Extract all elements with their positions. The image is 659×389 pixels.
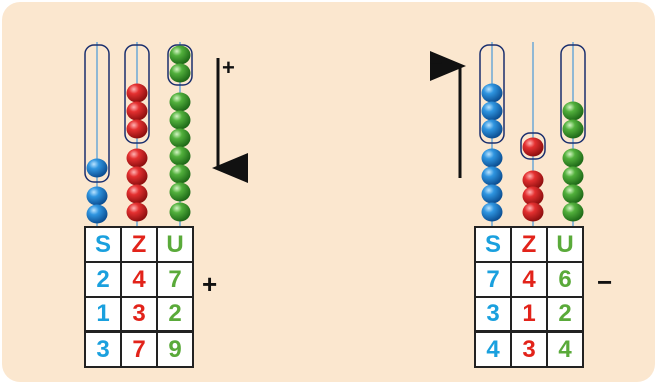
left-bead-hundreds bbox=[86, 204, 108, 224]
right-bead-hundreds bbox=[481, 166, 503, 186]
left-place-value-table: S Z U 2 4 7 1 3 2 3 7 9 bbox=[84, 226, 194, 368]
right-arrow-label: − bbox=[430, 50, 443, 75]
left-row2-hundreds: 1 bbox=[85, 297, 121, 332]
right-row2-units: 2 bbox=[547, 297, 583, 332]
left-bead-units bbox=[169, 202, 191, 222]
right-frame-units bbox=[560, 44, 586, 144]
right-result-hundreds: 4 bbox=[475, 332, 511, 367]
left-bead-units bbox=[169, 128, 191, 148]
left-bead-units bbox=[169, 146, 191, 166]
right-bead-hundreds bbox=[481, 202, 503, 222]
left-bead-units bbox=[169, 164, 191, 184]
left-operator: + bbox=[202, 269, 218, 299]
right-bead-tens bbox=[522, 202, 544, 222]
left-result-units: 9 bbox=[157, 332, 193, 367]
right-abacus: − bbox=[430, 42, 586, 226]
left-frame-hundreds bbox=[84, 44, 110, 183]
left-header-units: U bbox=[157, 227, 193, 262]
right-bead-hundreds bbox=[481, 184, 503, 204]
left-bead-tens bbox=[126, 184, 148, 204]
right-header-tens: Z bbox=[511, 227, 547, 262]
right-place-value-table: S Z U 7 4 6 3 1 2 4 3 4 bbox=[474, 226, 584, 368]
left-bead-hundreds bbox=[86, 186, 108, 206]
left-bead-units bbox=[169, 92, 191, 112]
right-bead-hundreds bbox=[481, 101, 503, 121]
left-bead-units bbox=[169, 110, 191, 130]
right-bead-units bbox=[562, 202, 584, 222]
left-row2-tens: 3 bbox=[121, 297, 157, 332]
left-row1-hundreds: 2 bbox=[85, 262, 121, 297]
right-bead-units bbox=[562, 166, 584, 186]
right-bead-hundreds bbox=[481, 119, 503, 139]
left-bead-tens bbox=[126, 148, 148, 168]
left-result-hundreds: 3 bbox=[85, 332, 121, 367]
right-result-tens: 3 bbox=[511, 332, 547, 367]
right-frame-tens bbox=[520, 132, 546, 160]
left-bead-tens bbox=[126, 101, 148, 121]
right-header-hundreds: S bbox=[475, 227, 511, 262]
right-beads bbox=[481, 83, 584, 222]
right-bead-units bbox=[562, 119, 584, 139]
left-bead-hundreds bbox=[86, 158, 108, 178]
left-bead-tens bbox=[126, 202, 148, 222]
left-frame-units bbox=[167, 44, 193, 86]
right-row1-tens: 4 bbox=[511, 262, 547, 297]
left-beads bbox=[86, 45, 191, 224]
left-arrow-label: + bbox=[222, 55, 235, 80]
left-frame-tens bbox=[124, 44, 150, 144]
right-row1-hundreds: 7 bbox=[475, 262, 511, 297]
right-bead-tens bbox=[522, 137, 544, 157]
right-bead-hundreds bbox=[481, 148, 503, 168]
left-row1-tens: 4 bbox=[121, 262, 157, 297]
right-frame-hundreds bbox=[479, 44, 505, 144]
left-bead-units bbox=[169, 63, 191, 83]
left-header-hundreds: S bbox=[85, 227, 121, 262]
left-bead-units bbox=[169, 182, 191, 202]
right-result-units: 4 bbox=[547, 332, 583, 367]
right-row2-tens: 1 bbox=[511, 297, 547, 332]
left-bead-tens bbox=[126, 119, 148, 139]
right-bead-units bbox=[562, 148, 584, 168]
right-bead-tens bbox=[522, 186, 544, 206]
left-abacus: + bbox=[84, 42, 248, 226]
right-row1-units: 6 bbox=[547, 262, 583, 297]
right-bead-hundreds bbox=[481, 83, 503, 103]
left-row2-units: 2 bbox=[157, 297, 193, 332]
right-bead-units bbox=[562, 184, 584, 204]
right-row2-hundreds: 3 bbox=[475, 297, 511, 332]
left-row1-units: 7 bbox=[157, 262, 193, 297]
left-bead-tens bbox=[126, 83, 148, 103]
left-header-tens: Z bbox=[121, 227, 157, 262]
right-operator: − bbox=[597, 267, 613, 297]
right-header-units: U bbox=[547, 227, 583, 262]
left-result-tens: 7 bbox=[121, 332, 157, 367]
right-bead-units bbox=[562, 101, 584, 121]
left-bead-units bbox=[169, 45, 191, 65]
right-bead-tens bbox=[522, 170, 544, 190]
left-bead-tens bbox=[126, 166, 148, 186]
